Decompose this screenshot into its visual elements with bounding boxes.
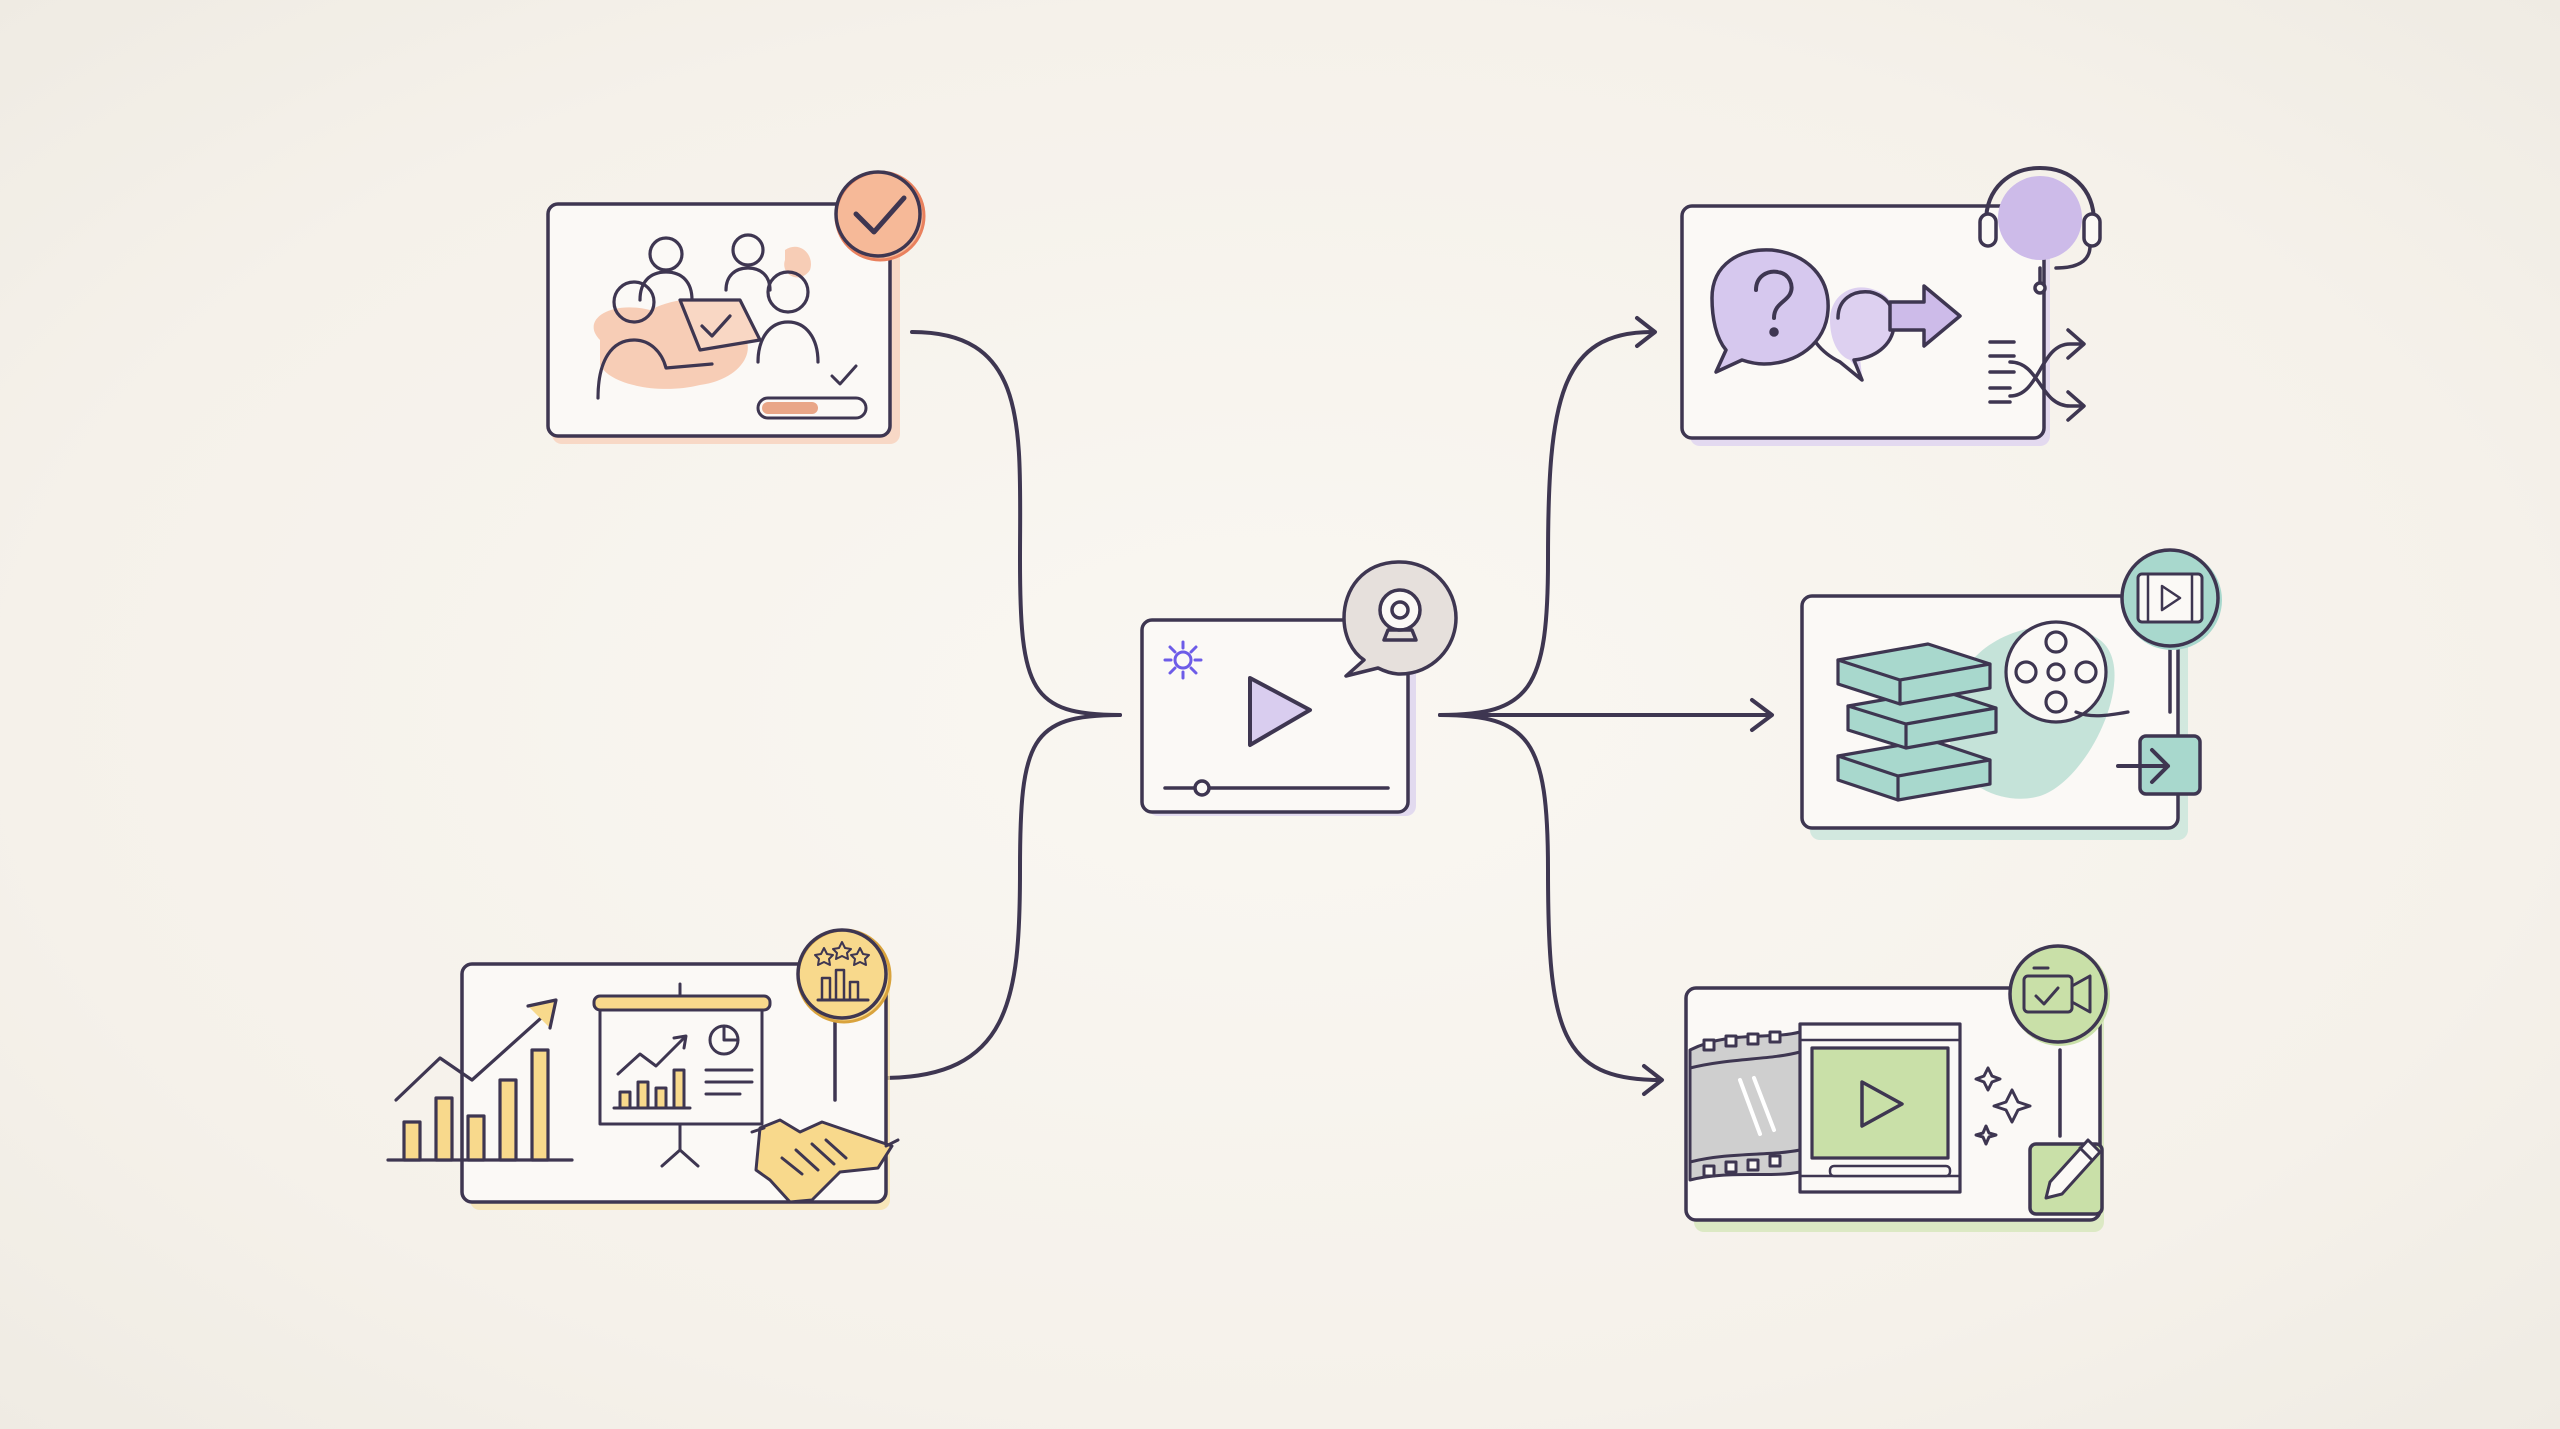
progress-bar-icon [1163,779,1390,797]
connector-customer-support [1438,330,1654,717]
arrowhead-video-editing [1642,1064,1664,1096]
connectors [880,316,1774,1096]
check-badge-icon [834,170,926,262]
rating-chart-badge-icon [796,928,892,1102]
sparkle-icon [1974,1066,2032,1146]
camera-edit-badge-icon [2008,944,2110,1138]
node-business-presentation [386,928,900,1210]
node-team-training [546,170,926,444]
arrowhead-learning-library [1750,698,1774,732]
connector-business-presentation [880,713,1122,1080]
shuffle-icon [1988,328,2086,422]
node-learning-library [1800,548,2222,840]
connector-video-editing [1438,713,1662,1082]
play-icon [1860,1080,1904,1128]
connector-team-training [910,330,1122,717]
video-badge-icon [2120,548,2222,714]
film-reel-icon [2004,620,2130,724]
books-icon [1836,642,1998,802]
play-icon [1248,676,1312,747]
video-frame-icon [1798,1022,1962,1194]
arrow-right-icon [1888,284,1962,348]
pencil-icon [2028,1138,2104,1216]
node-customer-support [1680,166,2102,446]
film-strip-icon [1688,1030,1802,1182]
webcam-icon [1342,560,1458,678]
headset-icon [1978,166,2102,295]
people-icon [596,233,858,400]
import-icon [2116,734,2202,796]
question-bubble-icon [1710,248,1897,382]
handshake-icon [750,1118,900,1204]
presentation-board-icon [592,982,772,1168]
node-video-editing [1684,944,2110,1232]
node-central-video [1140,560,1458,816]
gear-icon [1163,640,1203,680]
arrowhead-customer-support [1635,316,1657,348]
growth-chart-icon [386,998,574,1162]
progress-bar-icon [756,396,868,420]
